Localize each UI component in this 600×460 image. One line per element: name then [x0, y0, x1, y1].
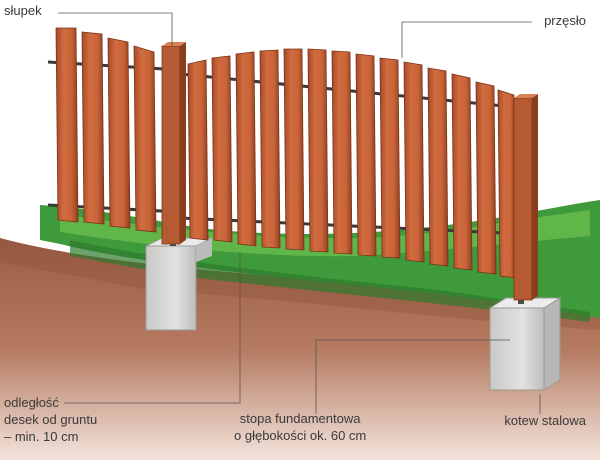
concrete-footing-right [488, 297, 562, 391]
leader-post [58, 12, 173, 46]
left-span-boards [55, 27, 157, 233]
label-anchor: kotew stalowa [504, 412, 586, 429]
right-span-boards [187, 48, 517, 279]
label-span: przęsło [544, 12, 586, 29]
leader-lines [58, 12, 541, 414]
label-footing-line2: o głębokości ok. 60 cm [234, 428, 367, 443]
leader-clearance [64, 252, 241, 404]
leader-span [401, 21, 532, 58]
label-anchor-text: kotew stalowa [504, 413, 586, 428]
label-clearance-line3: – min. 10 cm [4, 429, 79, 444]
leader-footing [315, 339, 510, 414]
fence-post-right [513, 94, 538, 301]
label-span-text: przęsło [544, 13, 586, 28]
grass-shadow [70, 240, 590, 322]
label-clearance: odległość desek od gruntu – min. 10 cm [4, 394, 97, 445]
label-clearance-line2: desek od gruntu [4, 412, 98, 427]
label-footing: stopa fundamentowa o głębokości ok. 60 c… [234, 410, 366, 444]
label-post-text: słupek [4, 3, 42, 18]
fence-post-left [161, 42, 186, 245]
label-clearance-line1: odległość [4, 395, 59, 410]
label-footing-line1: stopa fundamentowa [239, 411, 361, 426]
label-post: słupek [4, 2, 42, 19]
